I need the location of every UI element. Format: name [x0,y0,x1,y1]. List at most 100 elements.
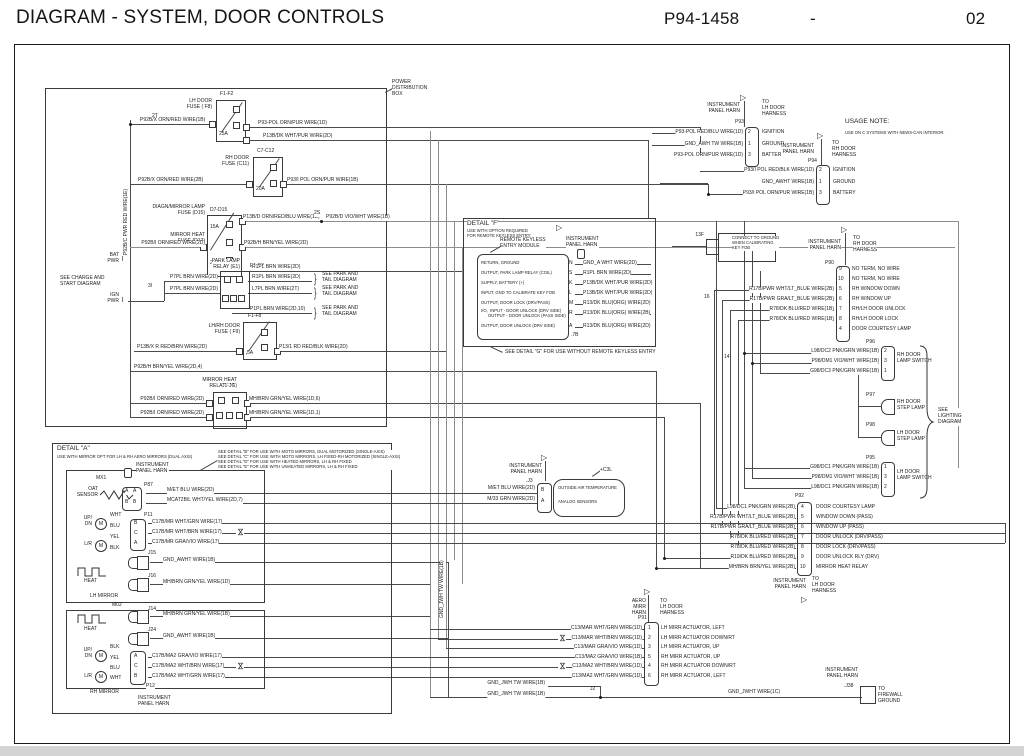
wire [430,697,862,698]
wire-label: L98/DC2 PNK/GRN WIRE(1B) [811,348,879,355]
pin-number: 10 [838,276,844,283]
heat-label: HEAT [84,626,97,633]
park-lamp-relay [220,271,250,309]
pin-label: WINDOW DOWN (PASS) [816,514,873,521]
module-fn-label: OUTPUT, PARK LAMP RELAY (COIL) [481,270,552,276]
connector-ref: P96 [866,339,875,346]
flag-pole [845,233,846,265]
harness-label: INSTRUMENT PANEL HARN [509,463,542,476]
fuse-terminal [261,344,268,351]
wire [146,503,537,504]
fuse-name: DIAGN/MIRROR LAMP FUSE (D15) [152,204,205,217]
wire-label: P7PL BRN WIRE(2D) [169,274,218,281]
wire-label: P13B/DK WHT/PUR WIRE(2D) [263,133,333,140]
bottom-scroll-strip[interactable] [0,746,1024,756]
connector-ref: P93 [735,119,744,126]
pin-number: 4 [801,504,804,511]
wire [714,290,715,518]
connector-p93 [745,127,759,167]
connector-j14-body [137,610,149,624]
wire-label: C13/MAR WHT/BRN WIRE(1D) [571,635,642,642]
harness-flag-icon: ▷ [841,225,848,234]
wire-label: GND_AWHT WIRE(1B) [163,633,216,640]
wire [600,686,601,697]
wire-label: P92B/H BRN/YEL WIRE(2D) [244,240,308,247]
connector-ref: .J3 [526,478,533,485]
component-label: LH DOOR LAMP SWITCH [897,469,932,482]
wire-label: P92B/X ORN/RED WIRE(2B) [138,177,204,184]
wire [430,131,431,697]
oat-sensor-cloud [553,479,625,517]
wire [240,221,958,222]
wire-label: P98/DM1 VIO/WHT WIRE(1B) [811,474,879,481]
module-fn-label: OUTPUT, DOOR LOCK (DRV/PASS) [481,300,550,306]
connector-ref: P92 [795,493,804,500]
wire-label: R13/DK BLU(ORG) WIRE(2D) [583,323,651,330]
pin-number: 2 [819,167,822,174]
pin-label: LH MIRR ACTUATOR, UP [661,644,720,651]
connector-p95 [881,462,895,497]
fuse-name: LH DOOR FUSE ( F8) [186,98,212,111]
wire [244,140,648,141]
motor-label: L/R [84,673,92,680]
page-title: DIAGRAM - SYSTEM, DOOR CONTROLS [16,7,385,28]
wire-label: GND_JWHT WIRE(1C) [728,689,780,696]
pin-number: 4 [839,326,842,333]
fuse-amps: 5A [247,350,254,357]
to-firewall-ground-label: TO FIREWALL GROUND [878,686,903,705]
connector-ref: J14 [148,606,157,613]
connector-ref: J16 [148,573,157,580]
sheet-number: 02 [966,9,986,28]
pin-number: 7 [801,534,804,541]
pin-label: MIRROR HEAT RELAY [816,564,868,571]
motor-icon: M [95,671,107,683]
junction-dot [751,362,754,365]
motor-label: L/R [84,541,92,548]
pin-letter: L [569,290,572,297]
pin-label: DOOR UNLOCK RLY (DRV) [816,554,880,561]
detail-a-title: DETAIL "A" [57,445,90,453]
wire [130,417,213,418]
wire [438,140,439,639]
connector-p94 [816,165,830,205]
component-label: LH DOOR STEP LAMP [897,430,925,443]
wire-label: M/33 GRN WIRE(2D) [487,496,535,503]
component-label: RH DOOR LAMP SWITCH [897,352,932,365]
fuse-pin [280,181,287,188]
relay-ref: J1-J6 [222,383,235,390]
detail-f-title: DETAIL "F" [467,220,500,228]
module-fn-label: RETURN, GROUND [481,260,520,266]
pin-label: GROUND [762,141,785,148]
pin-label: BATTERY [762,152,785,159]
resistor-icon [99,490,134,500]
harness-label: INSTRUMENT PANEL HARN [138,695,171,708]
pin-number: 4 [648,663,651,670]
pin-label: BATTERY [833,190,856,197]
pin-label: RH MIRR ACTUATOR DOWN/RT [661,663,736,670]
wire-label: R1PL BRN WIRE(2D) [583,270,632,277]
connector-ref: .7B [571,332,579,339]
component-ref: MX1 [96,475,107,482]
motor-icon: M [95,540,107,552]
module-fn-label: INPUT, GND TO CALIBRATE KEY FOB [481,290,555,296]
harness-break-icon: ≀ [121,254,124,263]
connector-p98 [881,430,895,446]
pin-number: 3 [884,358,887,365]
wire-label: R78/DK BLU/RED WIRE(2B) [730,544,795,551]
module-fn-label: OUTPUT, DOOR UNLOCK (DRV SIDE) [481,323,555,329]
relay-pin [244,414,251,421]
wire-color-label: YEL [110,534,120,541]
connector-icon [577,249,585,259]
wire [244,127,700,128]
fuse-terminal [261,329,268,336]
wire [134,351,243,352]
fuse-pin [274,348,281,355]
wire-label: P92B/X ORN/RED WIRE(1B) [140,117,206,124]
pin-number: 1 [884,464,887,471]
fuse-pin [236,348,243,355]
wire [275,351,446,352]
lh-door-fuse [216,100,246,142]
usage-note-title: USAGE NOTE: [845,118,890,126]
see-lighting-note: SEE LIGHTING DIAGRAM [938,407,962,426]
pin-number: 2 [748,129,751,136]
